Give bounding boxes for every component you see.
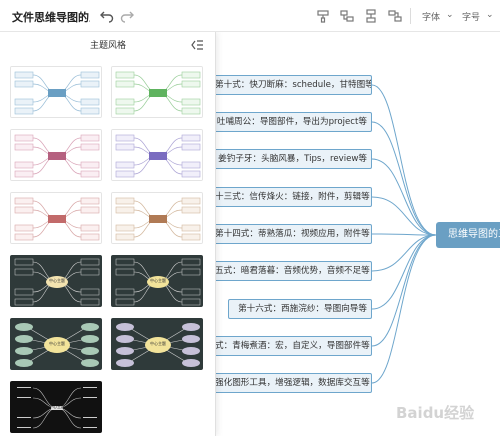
topic-node[interactable]: 第十六式：西施浣纱：导图向导等 <box>228 299 372 319</box>
theme-thumbnail-rose[interactable] <box>10 192 102 244</box>
toolbar: 文件 思维导图的三招 字体 ⌄ 字号 ⌄ <box>0 0 500 32</box>
theme-center-label: 中心主题 <box>49 341 65 346</box>
theme-thumbnail-brown[interactable] <box>111 192 203 244</box>
font-family-select[interactable]: 字体 <box>422 13 441 23</box>
chevron-down-icon[interactable]: ⌄ <box>486 10 494 20</box>
theme-center-label: 中心主题 <box>150 278 166 283</box>
topic-node[interactable]: 第十式：快刀断麻：schedule，甘特图等 <box>210 75 372 95</box>
topic-node[interactable]: 第十四式：蒂熟落瓜：视频应用，附件等 <box>210 224 372 244</box>
sibling-topic-icon[interactable] <box>362 7 380 25</box>
theme-thumbnail-bubble-purple[interactable]: 中心主题 <box>111 318 203 370</box>
theme-thumbnail-bubble-green[interactable]: 中心主题 <box>10 318 102 370</box>
theme-thumbnail-dark-cream[interactable]: 中心主题 <box>10 255 102 307</box>
font-size-select[interactable]: 字号 <box>462 13 481 23</box>
theme-thumbnail-dark-yellow[interactable]: 中心主题 <box>111 255 203 307</box>
chevron-down-icon[interactable]: ⌄ <box>446 10 454 20</box>
subtopic-icon[interactable] <box>338 7 356 25</box>
redo-icon[interactable] <box>118 7 136 25</box>
topic-node[interactable]: 十三式：信传烽火：链接，附件，剪辑等 <box>210 187 372 207</box>
topic-node[interactable]: 姜钓子牙：头脑风暴，Tips，review等 <box>210 149 372 169</box>
theme-thumbnail-pink[interactable] <box>10 129 102 181</box>
theme-thumbnail-black[interactable]: 中心主题 <box>10 381 102 433</box>
toolbar-separator <box>410 8 411 24</box>
topic-node[interactable]: 强化图形工具，增强逻辑，数据库交互等 <box>210 373 372 393</box>
central-topic[interactable]: 思维导图的三 <box>436 222 500 248</box>
topic-node[interactable]: 吐哺周公：导图部件，导出为project等 <box>210 112 372 132</box>
theme-center-label: 中心主题 <box>49 278 65 283</box>
format-painter-icon[interactable] <box>314 7 332 25</box>
theme-thumbnail-blue[interactable] <box>10 66 102 118</box>
topic-node[interactable]: 五式：暗君落暮：音频优势，音频不足等 <box>210 261 372 281</box>
theme-center-label: 中心主题 <box>49 404 65 409</box>
parent-topic-icon[interactable] <box>386 7 404 25</box>
watermark: Baidu经验 <box>396 404 475 422</box>
theme-thumbnail-green[interactable] <box>111 66 203 118</box>
theme-thumbnail-purple[interactable] <box>111 129 203 181</box>
panel-title: 主题风格 <box>89 41 126 51</box>
topic-node[interactable]: 式：青梅煮酒：宏，自定义，导图部件等 <box>210 336 372 356</box>
document-title[interactable]: 思维导图的三招 <box>34 11 90 24</box>
theme-center-label: 中心主题 <box>150 341 166 346</box>
file-menu[interactable]: 文件 <box>12 11 34 24</box>
undo-icon[interactable] <box>98 7 116 25</box>
collapse-panel-icon[interactable] <box>190 37 204 51</box>
theme-style-panel: 主题风格 <box>0 32 216 436</box>
mindmap-connectors <box>371 84 437 384</box>
